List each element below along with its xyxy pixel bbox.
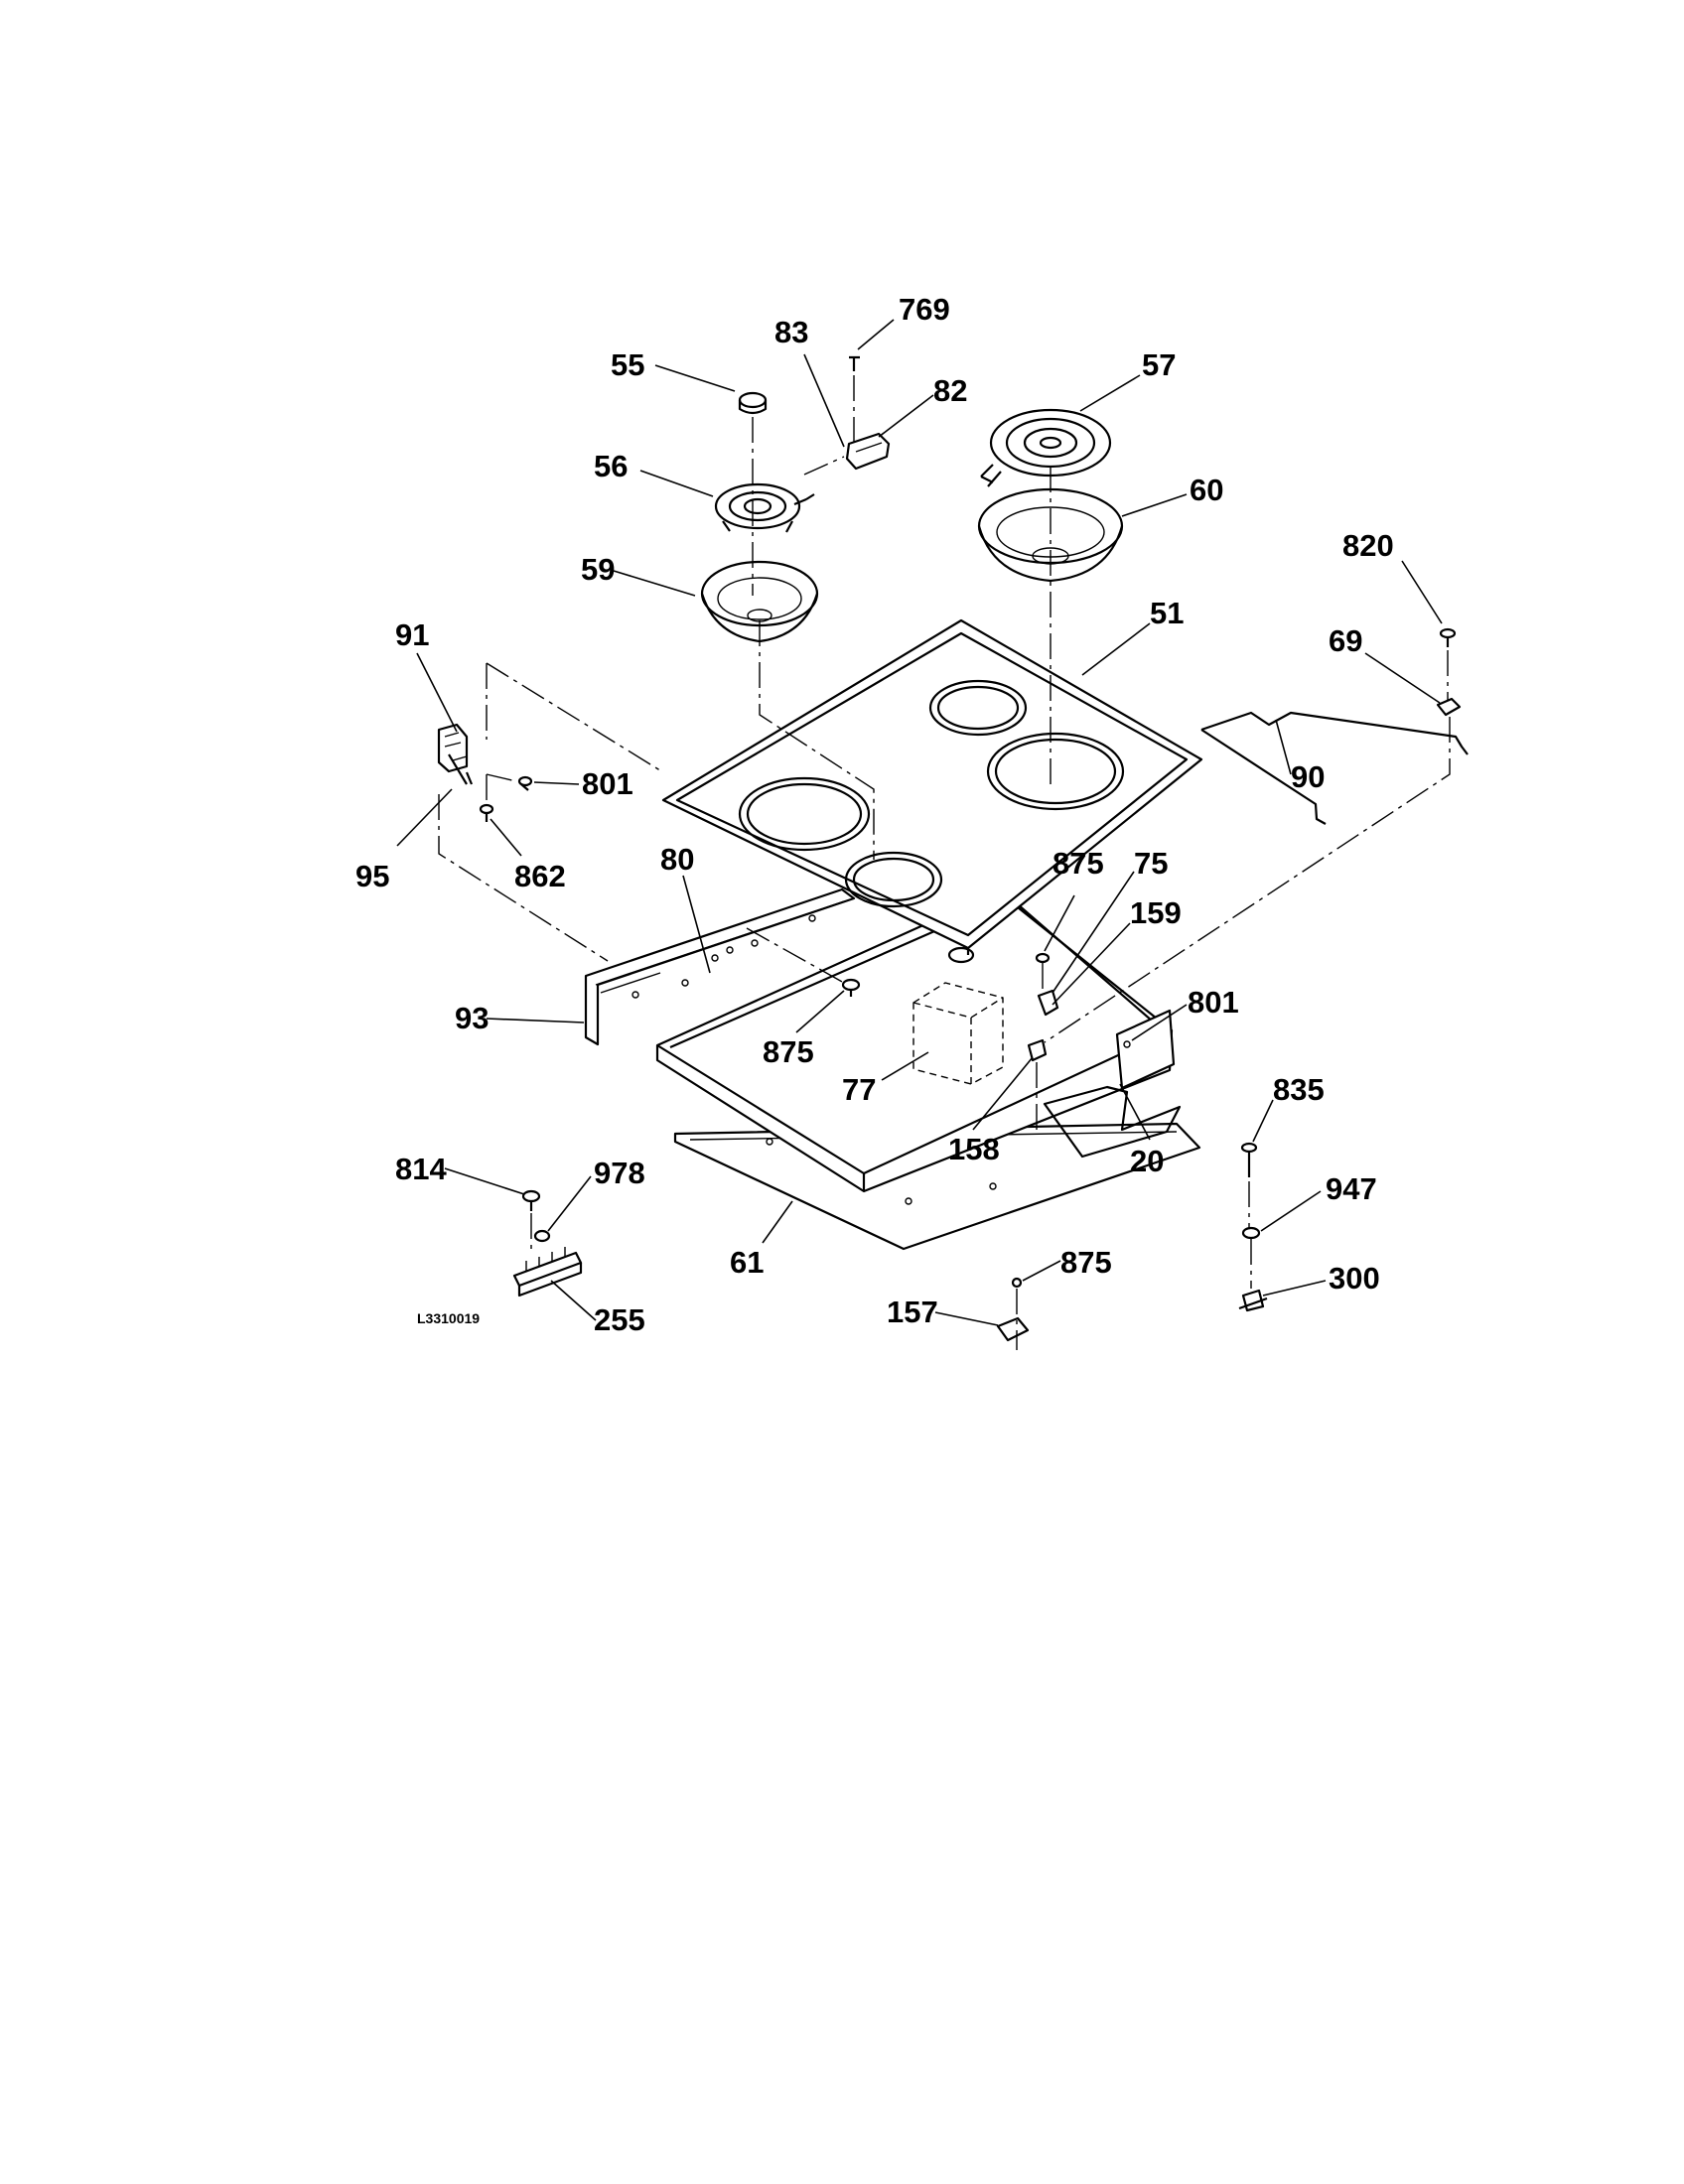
callout-77: 77 [842,1072,876,1107]
callout-159: 159 [1130,895,1182,930]
callout-835: 835 [1273,1072,1325,1107]
callout-75: 75 [1134,846,1168,881]
callout-875-middle: 875 [763,1034,814,1069]
part-screw-862 [479,803,494,822]
callout-57: 57 [1142,347,1176,382]
part-cap [738,391,768,415]
part-screw-801-left [517,775,533,791]
leader-lines [396,319,1443,1326]
callout-769: 769 [899,292,950,327]
part-small-surface-element [714,482,815,533]
callout-814: 814 [395,1152,447,1186]
callout-55: 55 [611,347,644,382]
callout-80: 80 [660,842,694,877]
callout-862: 862 [514,859,566,893]
part-screw-875-middle [841,978,861,997]
part-wire-rod [1200,711,1469,825]
callout-801-left: 801 [582,766,633,801]
callout-300: 300 [1329,1261,1380,1296]
callout-93: 93 [455,1001,489,1035]
callout-875-top: 875 [1052,846,1104,881]
callout-51: 51 [1150,596,1184,630]
callout-82: 82 [933,373,967,408]
callout-158: 158 [948,1132,1000,1166]
callout-95: 95 [355,859,389,893]
callout-978: 978 [594,1156,645,1190]
drawing-code: L3310019 [417,1310,480,1326]
callout-875-bottom: 875 [1060,1245,1112,1280]
assembly-lines [438,375,1451,1350]
part-screw-820 [1439,627,1457,647]
part-side-bracket [1043,1009,1182,1159]
part-fittings-center [1027,952,1059,1062]
part-receptacle [845,432,891,471]
part-terminal-block [512,1189,583,1297]
part-screw-769 [849,355,860,371]
part-bottom-fitting [996,1277,1030,1342]
callout-83: 83 [774,315,808,349]
callout-61: 61 [730,1245,764,1280]
callout-820: 820 [1342,528,1394,563]
part-hardware-stack [1238,1142,1268,1312]
part-cooktop [661,618,1203,955]
part-front-panel [584,887,856,1046]
callout-157: 157 [887,1295,938,1329]
callout-801-right: 801 [1188,985,1239,1020]
part-left-bracket [437,723,474,785]
callout-56: 56 [594,449,628,483]
callout-60: 60 [1190,473,1223,507]
callout-947: 947 [1326,1171,1377,1206]
callout-59: 59 [581,552,615,587]
callout-labels: 769 83 55 82 57 56 60 59 820 51 91 69 90… [355,292,1394,1337]
part-clip-69 [1436,697,1462,717]
part-large-surface-element [980,408,1112,487]
callout-20: 20 [1130,1144,1164,1178]
callout-91: 91 [395,617,429,652]
callout-69: 69 [1329,623,1362,658]
callout-90: 90 [1291,759,1325,794]
part-hidden-box [912,946,1004,1085]
callout-255: 255 [594,1302,645,1337]
